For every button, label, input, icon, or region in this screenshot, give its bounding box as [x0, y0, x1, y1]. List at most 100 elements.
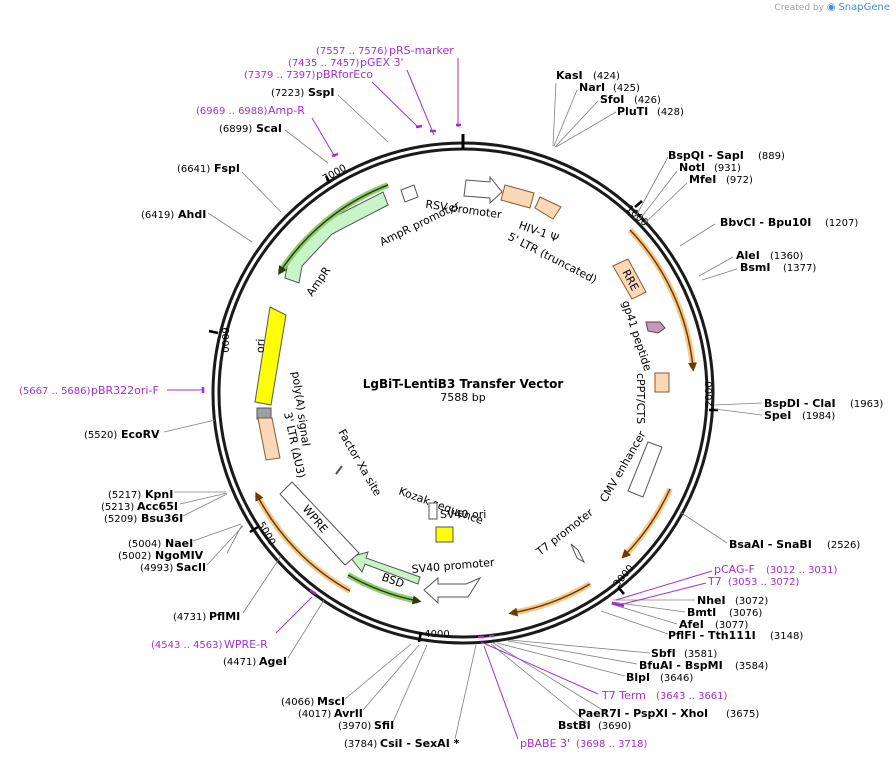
enzyme-spei-name[interactable]: SpeI — [764, 409, 791, 422]
enzyme-afei-name[interactable]: AfeI — [679, 618, 704, 631]
rsv-promoter-arrow[interactable] — [463, 175, 503, 205]
enzyme-pluti-name[interactable]: PluTI — [617, 105, 648, 118]
enzyme-sbfi-name[interactable]: SbfI — [651, 647, 676, 660]
enzyme-noti-name[interactable]: NotI — [679, 161, 705, 174]
tick-mark-4000 — [417, 631, 423, 643]
enzyme-bspqi-name[interactable]: BspQI - SapI — [668, 149, 744, 162]
enzyme-pluti-pos: (428) — [657, 107, 684, 118]
enzyme-ecorv-pos: (5520) — [84, 430, 117, 441]
leader-pcag-f — [615, 570, 713, 601]
leader-bfuai — [507, 640, 638, 665]
sv40-promoter-arrow[interactable] — [423, 576, 482, 605]
leader-bbvci — [679, 223, 716, 247]
primer-wpre-r-name[interactable]: WPRE-R — [224, 638, 268, 651]
enzyme-msci-name[interactable]: MscI — [317, 695, 345, 708]
backbone — [211, 134, 715, 645]
enzyme-bspdi-name[interactable]: BspDI - ClaI — [764, 397, 836, 410]
enzyme-nhei-name[interactable]: NheI — [697, 594, 726, 607]
enzyme-ecorv-name[interactable]: EcoRV — [121, 428, 160, 441]
enzyme-pflfi-name[interactable]: PflFI - Tth111I — [668, 629, 756, 642]
primer-pbabe3-name[interactable]: pBABE 3' — [520, 737, 570, 750]
primer-amp-r-name[interactable]: Amp-R — [268, 104, 305, 117]
tick-label-2000: 2000 — [704, 381, 715, 406]
leader-bsmi — [701, 268, 738, 281]
leader-paer7i — [492, 642, 607, 713]
enzyme-acc65i-name[interactable]: Acc65I — [137, 500, 178, 513]
enzyme-bsaai-name[interactable]: BsaAI - SnaBI — [729, 538, 812, 551]
3-ltr-box[interactable] — [257, 417, 281, 461]
primer-pbr322ori-f-range: (5667 .. 5686) — [19, 386, 91, 397]
enzyme-sacii-name[interactable]: SacII — [176, 561, 206, 574]
primer-pbr322ori-f-name[interactable]: pBR322ori-F — [91, 384, 159, 397]
leader-ecorv — [163, 419, 216, 433]
primer-prs-marker-name[interactable]: pRS-marker — [389, 44, 454, 57]
cppt-box[interactable] — [654, 372, 670, 393]
enzyme-nari-name[interactable]: NarI — [579, 81, 605, 94]
enzyme-csii-name[interactable]: CsiI - SexAI * — [380, 737, 460, 750]
enzyme-alei-name[interactable]: AleI — [736, 249, 760, 262]
enzyme-afei-pos: (3077) — [715, 620, 748, 631]
enzyme-leaders — [163, 82, 763, 740]
leader-afei — [610, 603, 678, 625]
5-ltr-box[interactable] — [500, 184, 535, 209]
enzyme-sspi-name[interactable]: SspI — [308, 86, 334, 99]
leader-kasi — [552, 82, 557, 147]
leader-pflmi — [242, 555, 282, 614]
ori-box[interactable] — [254, 306, 287, 406]
wpre-box[interactable] — [279, 481, 360, 566]
enzyme-sfoi-name[interactable]: SfoI — [600, 93, 624, 106]
enzyme-bfuai-name[interactable]: BfuAI - BspMI — [639, 659, 723, 672]
enzyme-scai-name[interactable]: ScaI — [256, 122, 282, 135]
enzyme-bsmi-name[interactable]: BsmI — [740, 261, 771, 274]
enzyme-bbvci-name[interactable]: BbvCI - Bpu10I — [720, 216, 811, 229]
enzyme-fspi-name[interactable]: FspI — [214, 162, 240, 175]
enzyme-bsu36i-name[interactable]: Bsu36I — [141, 512, 183, 525]
enzyme-blpi-name[interactable]: BlpI — [626, 671, 650, 684]
leader-sbfi — [509, 639, 651, 654]
sv40-ori-box[interactable] — [435, 526, 454, 543]
enzyme-paer7i-name[interactable]: PaeR7I - PspXI - XhoI — [578, 707, 708, 720]
kozak-box[interactable] — [428, 502, 438, 520]
hiv-psi-box[interactable] — [534, 196, 562, 220]
enzyme-scai-pos: (6899) — [219, 124, 252, 135]
enzyme-pflmi-name[interactable]: PflMI — [209, 610, 240, 623]
enzyme-avrii-name[interactable]: AvrII — [334, 707, 363, 720]
t7-promoter-arrow[interactable] — [570, 543, 586, 564]
primer-t7-term-name[interactable]: T7 Term — [601, 689, 646, 702]
leader-sacii — [206, 525, 244, 566]
cppt-label: cPPT/CTS — [634, 373, 647, 424]
gp41-peptide-arrow[interactable] — [645, 321, 666, 334]
enzyme-bmti-name[interactable]: BmtI — [687, 606, 716, 619]
primer-pbrforeco-name[interactable]: pBRforEco — [316, 68, 373, 81]
primer-pbabe3-range: (3698 .. 3718) — [576, 739, 648, 750]
mark-t7 — [611, 601, 625, 608]
enzyme-agei-name[interactable]: AgeI — [259, 655, 287, 668]
leader-wpre-r — [275, 596, 313, 634]
cmv-enhancer-box[interactable] — [627, 441, 663, 498]
leader-acc65i — [179, 492, 228, 505]
polya-signal-box[interactable] — [256, 407, 272, 420]
enzyme-bstbi-name[interactable]: BstBI — [558, 719, 591, 732]
primer-wpre-r-range: (4543 .. 4563) — [151, 640, 223, 651]
leader-spei — [714, 408, 763, 416]
enzyme-ahdi-name[interactable]: AhdI — [178, 208, 206, 221]
orf-arrow-wpre — [255, 491, 351, 592]
ampr-arrow[interactable] — [284, 191, 389, 284]
primer-pgex3-name[interactable]: pGEX 3' — [360, 56, 404, 69]
orf-arrow-cmv — [621, 488, 671, 559]
enzyme-naei-name[interactable]: NaeI — [165, 537, 193, 550]
primer-pcag-f-name[interactable]: pCAG-F — [714, 563, 755, 576]
ampr-promoter-arrow[interactable] — [400, 184, 419, 203]
enzyme-kasi-name[interactable]: KasI — [556, 69, 583, 82]
leader-pbrforeco — [371, 81, 420, 129]
primer-t7-name[interactable]: T7 — [707, 575, 722, 588]
enzyme-ngomiv-name[interactable]: NgoMIV — [155, 549, 204, 562]
enzyme-sfii-name[interactable]: SfiI — [374, 719, 394, 732]
bsd-arrow[interactable] — [349, 551, 421, 585]
enzyme-kpni-name[interactable]: KpnI — [145, 488, 173, 501]
enzyme-mfei-name[interactable]: MfeI — [689, 173, 716, 186]
rre-box[interactable] — [612, 258, 647, 300]
mark-wpre-r — [309, 588, 317, 596]
primer-t7-term-range: (3643 .. 3661) — [656, 691, 728, 702]
